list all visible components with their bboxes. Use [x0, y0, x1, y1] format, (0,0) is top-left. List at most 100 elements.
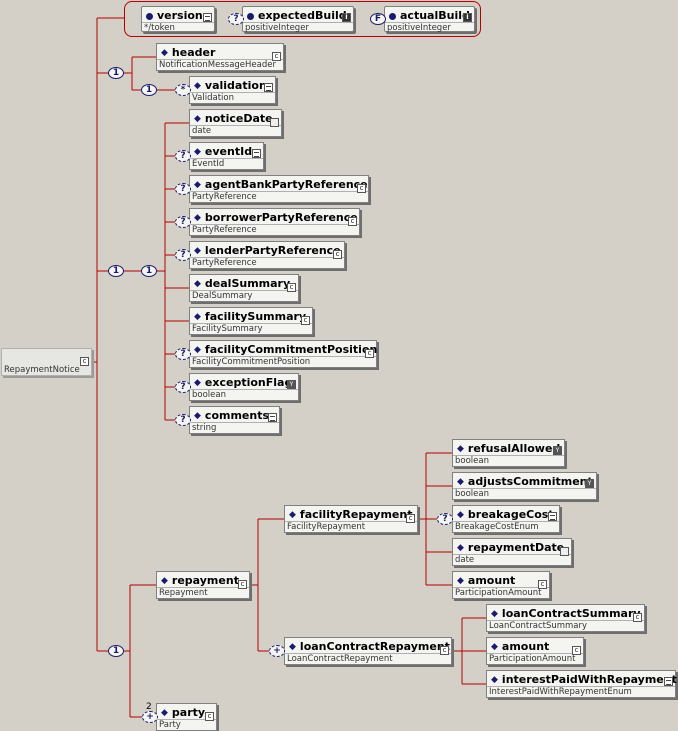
attribute-type: positiveInteger [385, 22, 474, 34]
attribute-name: expectedBuild [258, 9, 347, 22]
optional-marker: ? [175, 348, 191, 360]
element-type: FacilitySummary [190, 323, 312, 335]
sequence-compositor: 1 [108, 645, 124, 657]
integer-type-icon: i [342, 13, 351, 22]
sequence-compositor: 1 [141, 265, 157, 277]
element-validation[interactable]: ◆validation Validation [189, 76, 276, 104]
element-noticeDate[interactable]: ◆noticeDate date [189, 109, 282, 137]
element-type: EventId [190, 158, 263, 170]
element-name: repayment [171, 574, 239, 587]
root-element[interactable]: RepaymentNotice c [1, 348, 92, 376]
element-name: facilityRepayment [299, 508, 413, 521]
simple-type-icon [264, 83, 273, 92]
element-refusalAllowed[interactable]: ◆refusalAllowed boolean Y [452, 439, 565, 467]
element-name: facilitySummary [204, 310, 307, 323]
complex-type-icon: c [348, 217, 357, 226]
element-type: DealSummary [190, 290, 298, 302]
element-name: amount [467, 574, 516, 587]
complex-type-icon: c [440, 646, 449, 655]
simple-type-icon [268, 413, 277, 422]
optional-marker: ? [175, 150, 191, 162]
date-type-icon [270, 118, 279, 127]
element-dealSummary[interactable]: ◆dealSummary DealSummary c [189, 274, 299, 302]
element-name: noticeDate [204, 112, 273, 125]
element-name: amount [501, 640, 550, 653]
optional-marker: ? [175, 216, 191, 228]
attribute-type: */token [142, 22, 214, 34]
attribute-bullet-icon [389, 12, 396, 20]
element-type: PartyReference [190, 191, 368, 203]
complex-type-icon: c [238, 580, 247, 589]
simple-type-icon [203, 13, 212, 22]
element-amount[interactable]: ◆amount ParticipationAmount c [452, 571, 550, 599]
sequence-compositor: 1 [108, 67, 124, 79]
element-name: refusalAllowed [467, 442, 561, 455]
element-loanContractRepayment[interactable]: ◆loanContractRepayment LoanContractRepay… [284, 637, 452, 665]
element-type: Validation [190, 92, 275, 104]
element-type: PartyReference [190, 257, 344, 269]
element-lenderPartyReference[interactable]: ◆lenderPartyReference PartyReference c [189, 241, 345, 269]
boolean-type-icon: Y [287, 380, 296, 389]
element-name: agentBankPartyReference [204, 178, 368, 191]
element-name: comments [204, 409, 270, 422]
element-repaymentDate[interactable]: ◆repaymentDate date [452, 538, 572, 566]
element-name: party [171, 706, 206, 719]
element-type: ParticipationAmount [453, 587, 549, 599]
complex-type-icon: c [406, 514, 415, 523]
element-type: FacilityRepayment [285, 521, 417, 533]
simple-type-icon [664, 677, 673, 686]
element-type: FacilityCommitmentPosition [190, 356, 376, 368]
element-type: InterestPaidWithRepaymentEnum [487, 686, 675, 698]
element-eventId[interactable]: ◆eventId EventId [189, 142, 264, 170]
complex-type-icon: c [333, 250, 342, 259]
element-facilityRepayment[interactable]: ◆facilityRepayment FacilityRepayment c [284, 505, 418, 533]
complex-type-icon: c [357, 184, 366, 193]
element-interestPaidWithRepayment[interactable]: ◆interestPaidWithRepayment InterestPaidW… [486, 670, 677, 698]
element-name: exceptionFlag [204, 376, 293, 389]
element-type: date [190, 125, 281, 137]
attribute-version[interactable]: version */token [141, 6, 215, 34]
element-type: RepaymentNotice [4, 365, 80, 375]
sequence-compositor: 1 [141, 84, 157, 96]
attribute-bullet-icon [146, 12, 153, 20]
element-type: LoanContractSummary [487, 620, 644, 632]
element-agentBankPartyReference[interactable]: ◆agentBankPartyReference PartyReference … [189, 175, 369, 203]
element-adjustsCommitment[interactable]: ◆adjustsCommitment boolean Y [452, 472, 597, 500]
attribute-type: positiveInteger [243, 22, 353, 34]
element-party[interactable]: ◆party Party c [156, 703, 217, 731]
element-name: breakageCost [467, 508, 554, 521]
optional-marker: ? [175, 381, 191, 393]
optional-marker: ? [175, 414, 191, 426]
attribute-actualBuild[interactable]: actualBuild positiveInteger i [384, 6, 475, 34]
element-repayment[interactable]: ◆repayment Repayment c [156, 571, 250, 599]
complex-type-icon: c [287, 283, 296, 292]
element-type: Party [157, 719, 216, 731]
element-facilitySummary[interactable]: ◆facilitySummary FacilitySummary c [189, 307, 313, 335]
boolean-type-icon: Y [585, 479, 594, 488]
optional-marker: ? [228, 13, 244, 25]
element-type: boolean [453, 455, 564, 467]
simple-type-icon [548, 512, 557, 521]
element-exceptionFlag[interactable]: ◆exceptionFlag boolean Y [189, 373, 299, 401]
element-name: validation [204, 79, 267, 92]
element-type: string [190, 422, 279, 434]
element-loan-amount[interactable]: ◆amount ParticipationAmount c [486, 637, 584, 665]
element-header[interactable]: ◆header NotificationMessageHeader c [156, 43, 284, 71]
element-type: ParticipationAmount [487, 653, 583, 665]
attribute-name: actualBuild [400, 9, 470, 22]
repeat-marker: + [142, 711, 158, 723]
element-type: NotificationMessageHeader [157, 59, 283, 71]
complex-type-icon: c [633, 613, 642, 622]
element-borrowerPartyReference[interactable]: ◆borrowerPartyReference PartyReference c [189, 208, 360, 236]
element-facilityCommitmentPosition[interactable]: ◆facilityCommitmentPosition FacilityComm… [189, 340, 377, 368]
sequence-compositor: 1 [108, 265, 124, 277]
attribute-expectedBuild[interactable]: expectedBuild positiveInteger i [242, 6, 354, 34]
optional-marker: ? [175, 249, 191, 261]
element-loanContractSummary[interactable]: ◆loanContractSummary LoanContractSummary… [486, 604, 645, 632]
complex-type-icon: c [365, 349, 374, 358]
choice-marker: * [175, 84, 191, 96]
element-breakageCost[interactable]: ◆breakageCost BreakageCostEnum [452, 505, 560, 533]
optional-marker: ? [437, 513, 453, 525]
element-comments[interactable]: ◆comments string [189, 406, 280, 434]
